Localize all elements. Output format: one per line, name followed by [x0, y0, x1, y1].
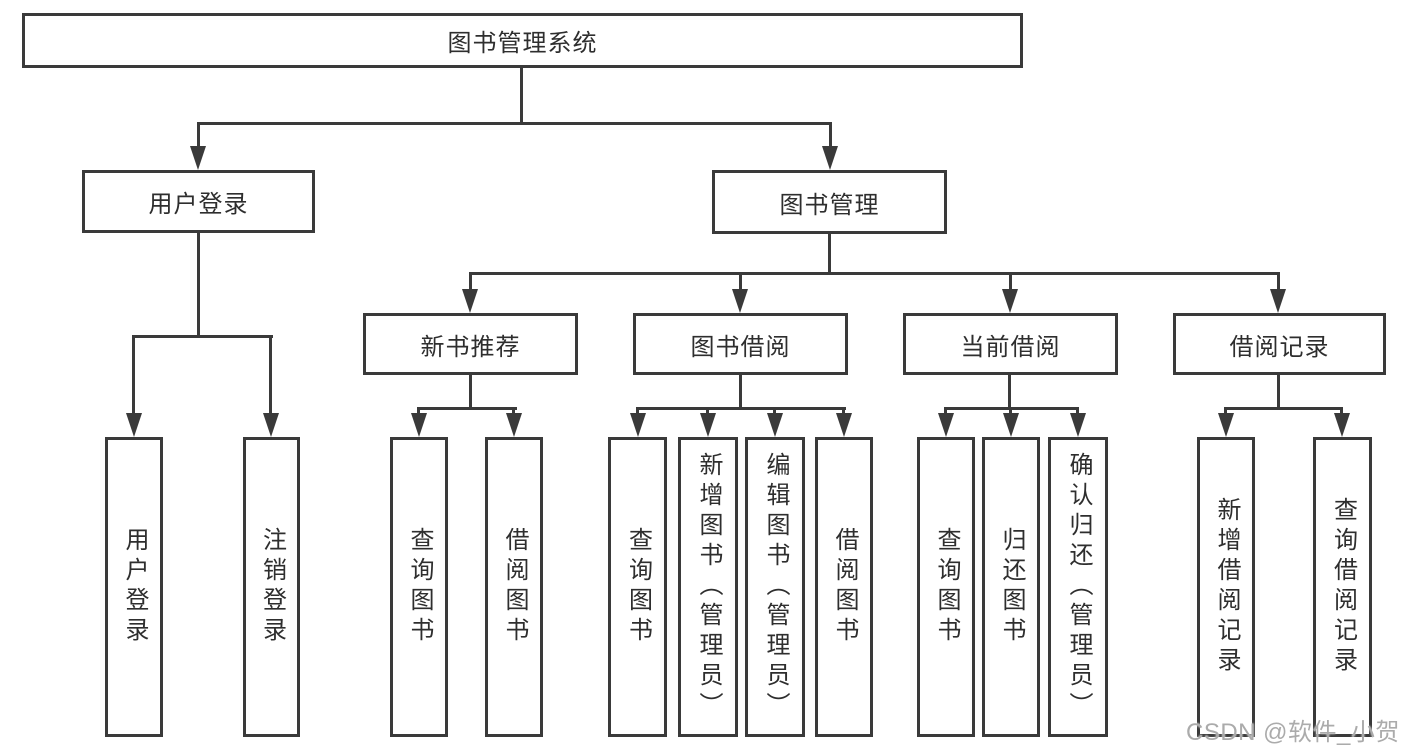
node-root: 图书管理系统 [22, 13, 1023, 68]
connector-bookmgmt-drop [739, 272, 742, 291]
connector-userlogin-hbar [133, 335, 273, 338]
arrow-down-icon [263, 413, 279, 437]
arrow-down-icon [700, 413, 716, 437]
leaf-borrow-books-1: 借阅图书 [485, 437, 543, 737]
connector-bookmgmt-hbar [469, 272, 1280, 275]
arrow-down-icon [1334, 413, 1350, 437]
arrow-down-icon [1270, 289, 1286, 313]
leaf-query-books-1: 查询图书 [390, 437, 448, 737]
leaf-confirm-return-admin: 确认归还（管理员） [1048, 437, 1108, 737]
leaf-confirm-return-admin-label: 确认归还（管理员） [1065, 452, 1092, 722]
connector-records-stem [1277, 375, 1280, 407]
node-new-book-recommend-label: 新书推荐 [420, 333, 521, 361]
connector-newbook-drop [512, 407, 515, 417]
node-current-borrowing: 当前借阅 [903, 313, 1118, 375]
connector-newbook-stem [469, 375, 472, 407]
connector-bookmgmt-stem [828, 234, 831, 272]
leaf-add-borrow-record: 新增借阅记录 [1197, 437, 1255, 737]
arrow-down-icon [411, 413, 427, 437]
connector-records-drop [1224, 407, 1227, 417]
leaf-return-books-label: 归还图书 [998, 527, 1025, 647]
leaf-user-login: 用户登录 [105, 437, 163, 737]
arrow-down-icon [836, 413, 852, 437]
connector-current-stem [1008, 375, 1011, 407]
leaf-borrow-books-2: 借阅图书 [815, 437, 873, 737]
connector-bookmgmt-drop [1009, 272, 1012, 291]
node-borrow-records: 借阅记录 [1173, 313, 1386, 375]
leaf-query-books-3: 查询图书 [917, 437, 975, 737]
connector-root-stem [520, 68, 523, 122]
arrow-down-icon [732, 289, 748, 313]
leaf-logout-label: 注销登录 [258, 527, 286, 647]
arrow-down-icon [190, 146, 206, 170]
node-user-login-label: 用户登录 [148, 191, 249, 218]
connector-root-hbar [197, 122, 832, 125]
connector-records-drop [1340, 407, 1343, 417]
leaf-logout: 注销登录 [243, 437, 300, 737]
connector-userlogin-drop [269, 335, 272, 415]
connector-root-left-drop [197, 122, 200, 148]
leaf-borrow-books-2-label: 借阅图书 [831, 527, 858, 647]
leaf-edit-books-admin-label: 编辑图书（管理员） [762, 452, 789, 722]
node-current-borrowing-label: 当前借阅 [960, 333, 1061, 361]
arrow-down-icon [767, 413, 783, 437]
arrow-down-icon [1218, 413, 1234, 437]
connector-records-hbar [1225, 407, 1343, 410]
connector-borrow-drop [773, 407, 776, 417]
connector-current-hbar [945, 407, 1079, 410]
node-borrow-records-label: 借阅记录 [1229, 333, 1330, 361]
node-user-login: 用户登录 [82, 170, 315, 233]
connector-current-drop [944, 407, 947, 417]
connector-borrow-stem [739, 375, 742, 407]
watermark: CSDN @软件_小贺同学 [1186, 719, 1400, 746]
leaf-add-borrow-record-label: 新增借阅记录 [1213, 497, 1240, 677]
arrow-down-icon [506, 413, 522, 437]
arrow-down-icon [822, 146, 838, 170]
connector-bookmgmt-drop [1277, 272, 1280, 291]
arrow-down-icon [1002, 289, 1018, 313]
arrow-down-icon [630, 413, 646, 437]
leaf-query-books-2-label: 查询图书 [624, 527, 652, 647]
node-book-management-label: 图书管理 [779, 191, 880, 219]
connector-current-drop [1009, 407, 1012, 417]
connector-borrow-drop [706, 407, 709, 417]
node-book-borrowing-label: 图书借阅 [690, 333, 791, 361]
connector-borrow-hbar [637, 407, 846, 410]
node-new-book-recommend: 新书推荐 [363, 313, 578, 375]
node-root-label: 图书管理系统 [447, 30, 598, 57]
connector-current-drop [1076, 407, 1079, 417]
connector-borrow-drop [842, 407, 845, 417]
leaf-return-books: 归还图书 [982, 437, 1040, 737]
connector-borrow-drop [636, 407, 639, 417]
arrow-down-icon [1070, 413, 1086, 437]
leaf-add-books-admin-label: 新增图书（管理员） [695, 452, 722, 722]
leaf-edit-books-admin: 编辑图书（管理员） [745, 437, 805, 737]
connector-newbook-drop [417, 407, 420, 417]
leaf-query-books-3-label: 查询图书 [933, 527, 960, 647]
leaf-add-books-admin: 新增图书（管理员） [678, 437, 738, 737]
arrow-down-icon [462, 289, 478, 313]
connector-userlogin-drop [132, 335, 135, 415]
leaf-query-borrow-record-label: 查询借阅记录 [1329, 497, 1357, 677]
leaf-query-borrow-record: 查询借阅记录 [1313, 437, 1372, 737]
leaf-query-books-1-label: 查询图书 [406, 527, 433, 647]
leaf-user-login-label: 用户登录 [121, 527, 148, 647]
arrow-down-icon [1003, 413, 1019, 437]
connector-bookmgmt-drop [469, 272, 472, 291]
node-book-management: 图书管理 [712, 170, 947, 234]
connector-root-right-drop [829, 122, 832, 148]
connector-newbook-hbar [418, 407, 517, 410]
leaf-query-books-2: 查询图书 [608, 437, 667, 737]
node-book-borrowing: 图书借阅 [633, 313, 848, 375]
arrow-down-icon [938, 413, 954, 437]
leaf-borrow-books-1-label: 借阅图书 [501, 527, 528, 647]
connector-userlogin-stem [197, 233, 200, 335]
arrow-down-icon [126, 413, 142, 437]
